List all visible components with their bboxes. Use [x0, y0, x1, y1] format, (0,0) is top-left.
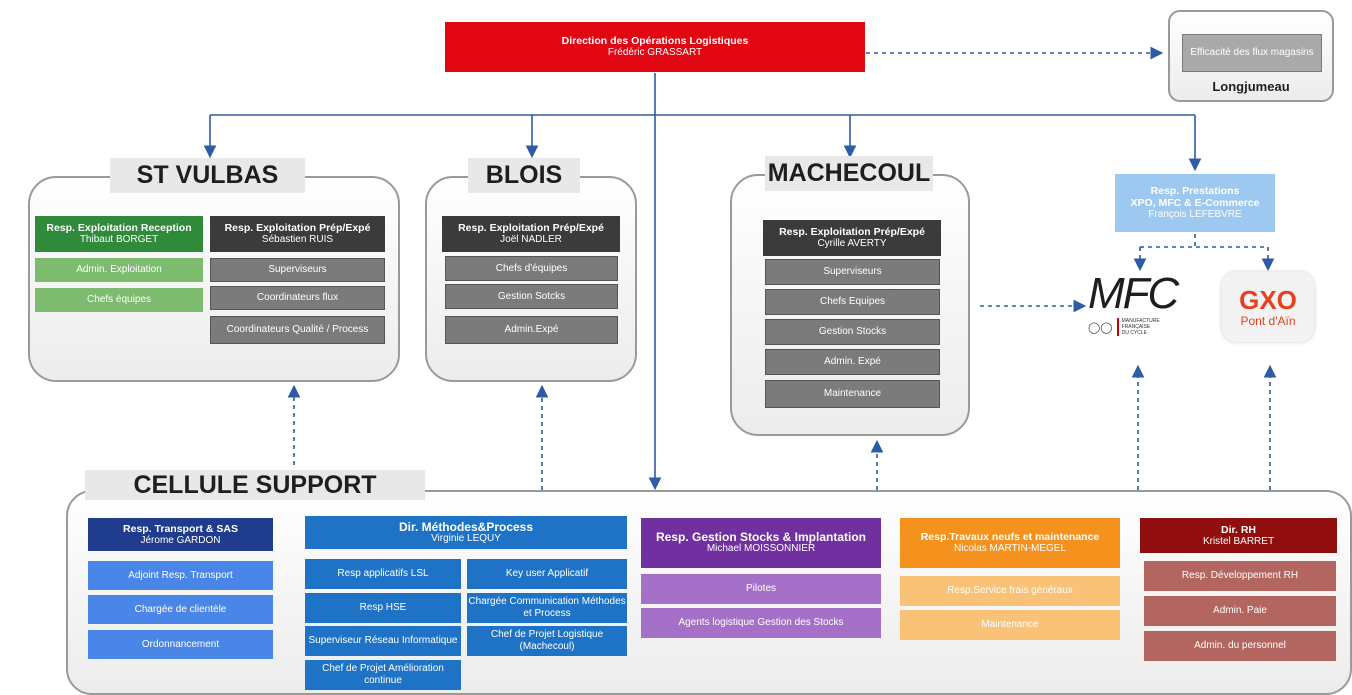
gxo-logo-text: GXO	[1239, 285, 1297, 315]
methodes-name: Virginie LEQUY	[431, 532, 501, 544]
st-vulbas-prep-item: Coordinateurs Qualité / Process	[210, 316, 385, 344]
rh-item: Admin. Paie	[1144, 596, 1336, 626]
transport-item: Ordonnancement	[88, 630, 273, 659]
prestations-line2: XPO, MFC & E-Commerce	[1130, 197, 1260, 209]
efficacite-label: Efficacité des flux magasins	[1190, 47, 1314, 58]
mfc-sub1: MANUFACTURE	[1121, 318, 1160, 324]
methodes-left-item: Superviseur Réseau Informatique	[305, 626, 461, 656]
blois-head-name: Joël NADLER	[500, 234, 562, 245]
transport-name: Jérome GARDON	[140, 534, 221, 546]
efficacite-box: Efficacité des flux magasins	[1182, 34, 1322, 72]
blois-item: Gestion Sotcks	[445, 284, 618, 309]
travaux-name: Nicolas MARTIN-MEGEL	[953, 543, 1067, 554]
direction-title: Direction des Opérations Logistiques	[561, 35, 749, 47]
st-vulbas-reception-head: Resp. Exploitation Reception Thibaut BOR…	[35, 216, 203, 252]
prep-name: Sébastien RUIS	[261, 234, 334, 245]
cellule-support-title: CELLULE SUPPORT	[85, 470, 425, 500]
rh-head: Dir. RH Kristel BARRET	[1140, 518, 1337, 553]
machecoul-item: Gestion Stocks	[765, 319, 940, 345]
gxo-logo: GXO Pont d'Aïn	[1222, 272, 1314, 342]
prestations-name: François LEFEBVRE	[1148, 209, 1242, 220]
mfc-sub2: FRANÇAISE	[1121, 324, 1151, 330]
stocks-title: Resp. Gestion Stocks & Implantation	[655, 530, 867, 544]
st-vulbas-title: ST VULBAS	[110, 158, 305, 193]
blois-head: Resp. Exploitation Prép/Expé Joël NADLER	[442, 216, 620, 252]
st-vulbas-prep-head: Resp. Exploitation Prép/Expé Sébastien R…	[210, 216, 385, 252]
methodes-head: Dir. Méthodes&Process Virginie LEQUY	[305, 516, 627, 549]
blois-item: Chefs d'équipes	[445, 256, 618, 281]
st-vulbas-reception-item: Chefs équipes	[35, 288, 203, 312]
methodes-left-item: Chef de Projet Amélioration continue	[305, 660, 461, 690]
methodes-right-item: Key user Applicatif	[467, 559, 627, 589]
transport-title: Resp. Transport & SAS	[123, 522, 238, 535]
gxo-label: Pont d'Aïn	[1240, 314, 1296, 328]
stocks-head: Resp. Gestion Stocks & Implantation Mich…	[641, 518, 881, 568]
machecoul-head: Resp. Exploitation Prép/Expé Cyrille AVE…	[763, 220, 941, 256]
machecoul-item: Maintenance	[765, 380, 940, 408]
travaux-item: Resp.Service frais généraux	[900, 576, 1120, 606]
methodes-right-item: Chargée Communication Méthodes et Proces…	[467, 593, 627, 623]
methodes-left-item: Resp applicatifs LSL	[305, 559, 461, 589]
transport-item: Chargée de clientèle	[88, 595, 273, 624]
transport-item: Adjoint Resp. Transport	[88, 561, 273, 590]
machecoul-head-name: Cyrille AVERTY	[817, 238, 887, 249]
st-vulbas-reception-item: Admin. Exploitation	[35, 258, 203, 282]
travaux-head: Resp.Travaux neufs et maintenance Nicola…	[900, 518, 1120, 568]
st-vulbas-prep-item: Superviseurs	[210, 258, 385, 282]
prestations-box: Resp. Prestations XPO, MFC & E-Commerce …	[1115, 174, 1275, 232]
mfc-logo: MFC ◯◯ MANUFACTURE FRANÇAISE DU CYCLE	[1088, 272, 1188, 342]
machecoul-item: Admin. Expé	[765, 349, 940, 375]
direction-box: Direction des Opérations Logistiques Fré…	[445, 22, 865, 72]
methodes-title: Dir. Méthodes&Process	[398, 519, 534, 534]
methodes-right-item: Chef de Projet Logistique (Machecoul)	[467, 626, 627, 656]
machecoul-title: MACHECOUL	[765, 156, 933, 191]
rh-title: Dir. RH	[1220, 523, 1256, 536]
direction-name: Frédéric GRASSART	[607, 47, 703, 58]
prestations-line1: Resp. Prestations	[1150, 185, 1240, 197]
rh-item: Admin. du personnel	[1144, 631, 1336, 661]
reception-name: Thibaut BORGET	[79, 234, 159, 245]
machecoul-item: Chefs Equipes	[765, 289, 940, 315]
blois-head-title: Resp. Exploitation Prép/Expé	[458, 222, 604, 234]
mfc-logo-text: MFC	[1088, 269, 1179, 318]
machecoul-head-title: Resp. Exploitation Prép/Expé	[779, 226, 925, 238]
prep-title: Resp. Exploitation Prép/Expé	[224, 222, 371, 234]
machecoul-item: Superviseurs	[765, 259, 940, 285]
transport-head: Resp. Transport & SAS Jérome GARDON	[88, 518, 273, 551]
stocks-item: Pilotes	[641, 574, 881, 604]
stocks-item: Agents logistique Gestion des Stocks	[641, 608, 881, 638]
longjumeau-label: Longjumeau	[1212, 79, 1290, 94]
bike-icon: ◯◯	[1088, 321, 1113, 334]
reception-title: Resp. Exploitation Reception	[46, 222, 192, 234]
st-vulbas-prep-item: Coordinateurs flux	[210, 286, 385, 310]
methodes-left-item: Resp HSE	[305, 593, 461, 623]
rh-item: Resp. Développement RH	[1144, 561, 1336, 591]
blois-title: BLOIS	[468, 158, 580, 193]
travaux-title: Resp.Travaux neufs et maintenance	[920, 531, 1100, 543]
rh-name: Kristel BARRET	[1202, 535, 1275, 547]
stocks-name: Michael MOISSONNIER	[706, 543, 816, 554]
blois-item: Admin.Expé	[445, 316, 618, 344]
mfc-sub3: DU CYCLE	[1121, 330, 1147, 336]
travaux-item: Maintenance	[900, 610, 1120, 640]
